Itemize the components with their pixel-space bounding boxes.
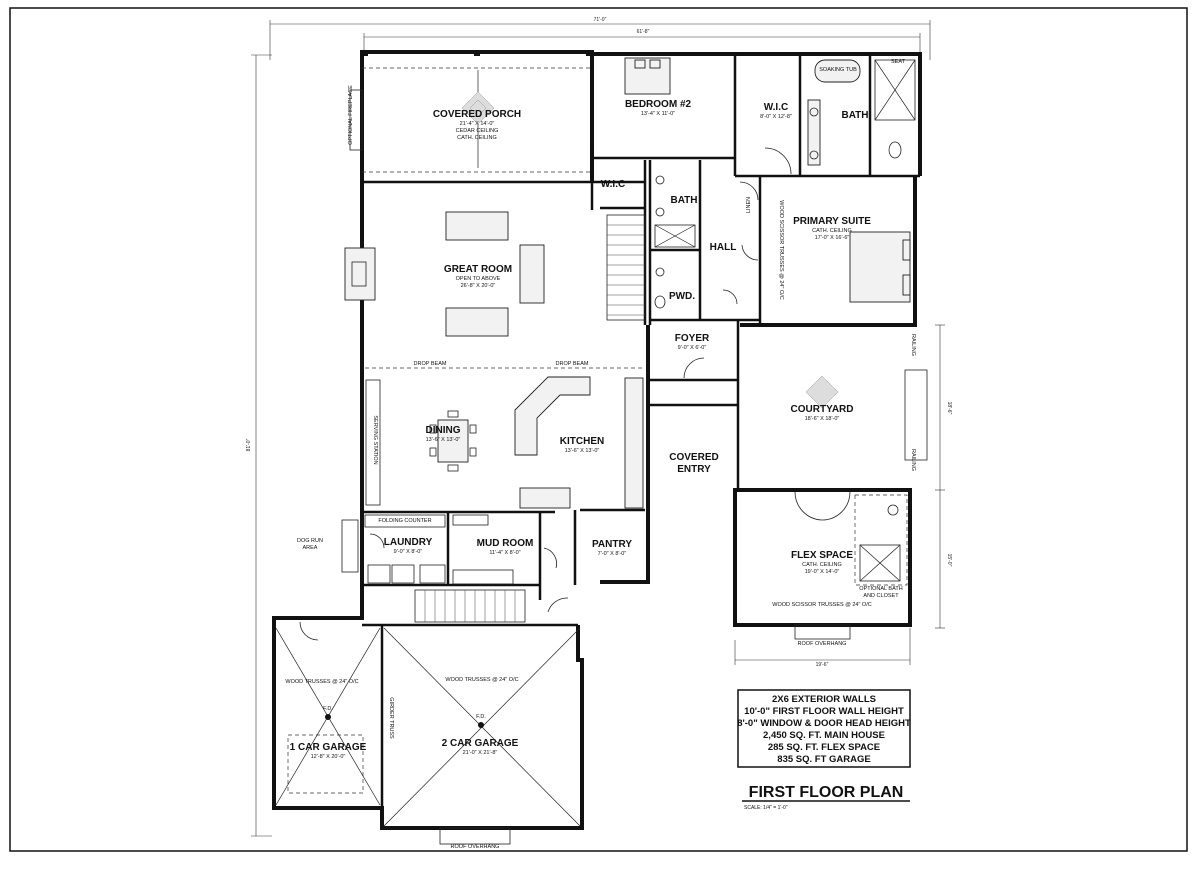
stair-treads: [607, 224, 645, 316]
mud-room-label: MUD ROOM: [477, 538, 534, 549]
soaking-tub-label: SOAKING TUB: [819, 67, 857, 73]
doors: [299, 147, 851, 641]
wic-small-label: W.I.C: [601, 179, 625, 190]
room-labels: COVERED PORCH 21'-4" X 14'-0" CEDAR CEIL…: [285, 59, 916, 850]
optional-bath-label: OPTIONAL BATH: [859, 586, 902, 592]
dining-size: 13'-6" X 13'-0": [426, 437, 461, 443]
plan-title: FIRST FLOOR PLAN: [749, 784, 904, 801]
exterior-walls: [272, 50, 922, 830]
interior-walls: [362, 54, 920, 808]
drop-beam-left-label: DROP BEAM: [414, 361, 447, 367]
notes-box-frame: [737, 689, 911, 768]
folding-counter-label: FOLDING COUNTER: [378, 518, 431, 524]
flex-width-dim: 19'-6": [816, 662, 829, 668]
foyer-size: 9'-0" X 6'-0": [678, 345, 707, 351]
primary-scissor-trusses-label: WOOD SCISSOR TRUSSES @ 24" O/C: [778, 200, 784, 299]
garage-trusses: [275, 627, 581, 827]
covered-entry-label-2: ENTRY: [677, 464, 711, 475]
garage2-label: 2 CAR GARAGE: [442, 738, 519, 749]
floor-drain-2-label: F.D.: [476, 714, 486, 720]
garage2-size: 21'-0" X 21'-8": [463, 750, 498, 756]
bedroom2-label: BEDROOM #2: [625, 99, 692, 110]
plan-scale: SCALE: 1/4" = 1'-0": [744, 805, 788, 811]
covered-entry-label: COVERED: [669, 452, 718, 463]
dog-run-label: DOG RUN: [297, 538, 323, 544]
courtyard-label: COURTYARD: [791, 404, 854, 415]
covered-porch-size: 21'-4" X 14'-0": [460, 121, 495, 127]
great-room-size: 26'-8" X 20'-0": [461, 283, 496, 289]
kitchen-label: KITCHEN: [560, 436, 604, 447]
pantry-label: PANTRY: [592, 539, 632, 550]
primary-bath-label: BATH: [841, 110, 868, 121]
foyer-label: FOYER: [675, 333, 710, 344]
overall-depth-dim: 81'-0": [246, 438, 252, 451]
laundry-label: LAUNDRY: [384, 537, 433, 548]
flex-space-note: CATH. CEILING: [802, 562, 842, 568]
laundry-size: 9'-0" X 8'-0": [394, 549, 423, 555]
railing-top-label: RAILING: [910, 334, 916, 356]
garage1-label: 1 CAR GARAGE: [290, 742, 367, 753]
main-width-dim: 61'-8": [637, 29, 650, 35]
fixtures: [341, 57, 928, 845]
serving-station-label: SERVING STATION: [372, 415, 378, 464]
great-room-note: OPEN TO ABOVE: [456, 276, 501, 282]
flex-space-size: 19'-0" X 14'-0": [805, 569, 840, 575]
optional-fireplace-label: OPTIONAL FIREPLACE: [348, 85, 354, 145]
great-room-label: GREAT ROOM: [444, 264, 512, 275]
garage-roof-overhang-label: ROOF OVERHANG: [451, 844, 500, 850]
optional-bath-label-2: AND CLOSET: [863, 593, 899, 599]
garage1-size: 12'-8" X 20'-0": [311, 754, 346, 760]
courtyard-size: 18'-6" X 18'-0": [805, 416, 840, 422]
pantry-size: 7'-0" X 8'-0": [598, 551, 627, 557]
covered-porch-note-2: CATH. CEILING: [457, 135, 497, 141]
floor-drain-1-icon: [325, 714, 331, 720]
note-line-4: 2,450 SQ. FT. MAIN HOUSE: [763, 730, 885, 741]
wood-trusses-2-label: WOOD TRUSSES @ 24" O/C: [445, 677, 518, 683]
floor-drain-1-label: F.D.: [323, 706, 333, 712]
overall-width-dim: 71'-0": [594, 17, 607, 23]
sheet-border: [9, 7, 1188, 852]
pwd-label: PWD.: [669, 291, 695, 302]
drop-beam-right-label: DROP BEAM: [556, 361, 589, 367]
flex-space-label: FLEX SPACE: [791, 550, 853, 561]
wic-primary-size: 8'-0" X 12'-8": [760, 114, 792, 120]
linen-label: LINEN: [746, 197, 752, 213]
railing-bottom-label: RAILING: [910, 449, 916, 471]
covered-porch-label: COVERED PORCH: [433, 109, 521, 120]
porch-details: [349, 50, 592, 173]
wood-trusses-1-label: WOOD TRUSSES @ 24" O/C: [285, 679, 358, 685]
hall-bath-label: BATH: [670, 195, 697, 206]
covered-porch-note-1: CEDAR CEILING: [456, 128, 499, 134]
primary-suite-note: CATH. CEILING: [812, 228, 852, 234]
notes-box: 2X6 EXTERIOR WALLS 10'-0" FIRST FLOOR WA…: [737, 689, 911, 768]
dog-run-label-2: AREA: [303, 545, 318, 551]
plan-title-block: FIRST FLOOR PLAN SCALE: 1/4" = 1'-0": [742, 784, 910, 811]
floor-drain-2-icon: [478, 722, 484, 728]
kitchen-size: 13'-6" X 13'-0": [565, 448, 600, 454]
seat-label: SEAT: [891, 59, 906, 65]
primary-suite-label: PRIMARY SUITE: [793, 216, 871, 227]
courtyard-depth-dim: 18'-6": [946, 402, 952, 415]
note-line-5: 285 SQ. FT. FLEX SPACE: [768, 742, 880, 753]
girder-truss-label: GIRDER TRUSS: [388, 697, 394, 739]
primary-suite-size: 17'-0" X 16'-6": [815, 235, 850, 241]
note-line-2: 10'-0" FIRST FLOOR WALL HEIGHT: [744, 706, 904, 717]
note-line-6: 835 SQ. FT GARAGE: [777, 754, 870, 765]
hall-label: HALL: [710, 242, 737, 253]
note-line-3: 8'-0" WINDOW & DOOR HEAD HEIGHT: [737, 718, 911, 729]
mud-room-size: 11'-4" X 8'-0": [489, 550, 520, 556]
note-line-1: 2X6 EXTERIOR WALLS: [772, 694, 876, 705]
wic-primary-label: W.I.C: [764, 102, 788, 113]
dining-label: DINING: [426, 425, 461, 436]
flex-depth-dim: 15'-0": [946, 554, 952, 567]
flex-roof-overhang-label: ROOF OVERHANG: [798, 641, 847, 647]
bedroom2-size: 13'-4" X 11'-0": [641, 111, 675, 117]
flex-scissor-trusses-label: WOOD SCISSOR TRUSSES @ 24" O/C: [772, 602, 871, 608]
